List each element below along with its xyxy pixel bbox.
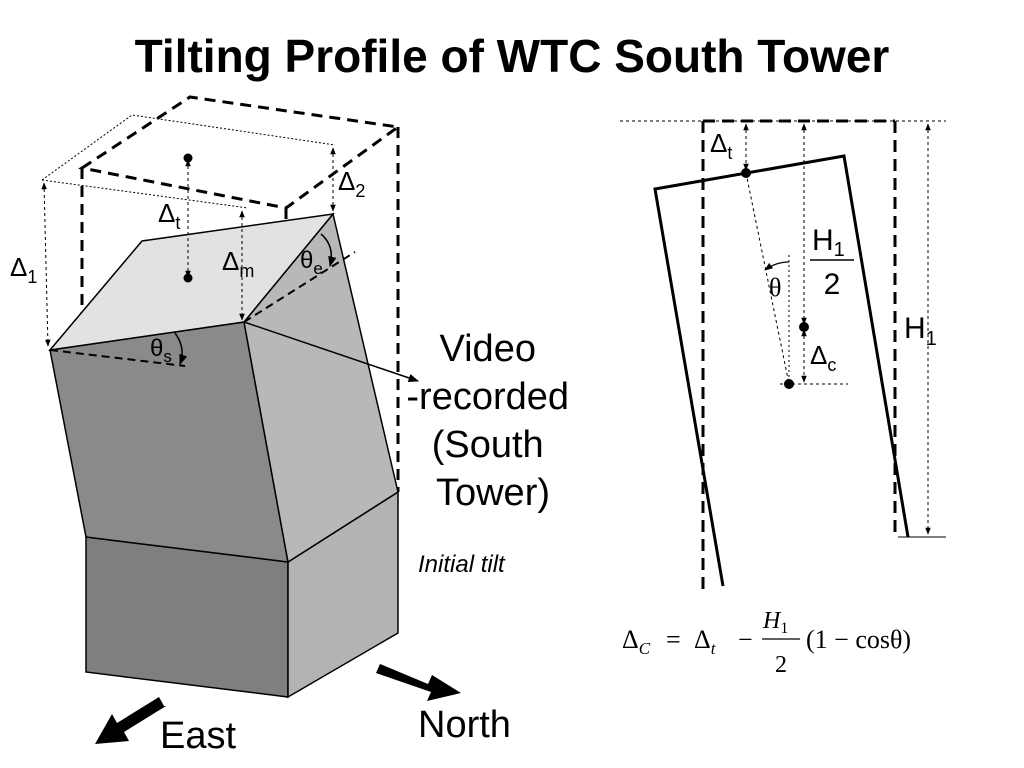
left-tower-diagram: Δ1 Δ2 Δt Δm θe θs Video -recorded (South… — [10, 95, 579, 757]
theta-e-reference-line — [243, 251, 356, 323]
theta-s-arc — [174, 332, 188, 365]
lower-block-front-face — [85, 536, 289, 698]
tilted-block-top-face — [48, 212, 335, 352]
h1-label: H1 — [904, 312, 937, 350]
svg-text:H1: H1 — [762, 608, 788, 637]
tilted-axis-line — [745, 172, 790, 385]
initial-tilt-label: Initial tilt — [418, 551, 506, 578]
north-direction-arrow — [376, 664, 461, 701]
delta-m-label: Δm — [222, 246, 254, 281]
theta-e-arc — [320, 233, 337, 268]
video-recorded-callout: Video -recorded (South Tower) — [406, 328, 579, 514]
initial-position-outline — [41, 114, 336, 209]
slide-title: Tilting Profile of WTC South Tower — [135, 30, 890, 82]
upright-outline — [701, 119, 897, 593]
svg-text:−: − — [738, 625, 753, 654]
tilted-top-center-point — [183, 273, 193, 283]
svg-text:=: = — [666, 625, 681, 654]
video-recorded-callout-arrow — [243, 321, 419, 382]
theta-arc — [764, 261, 790, 271]
delta-2-label: Δ2 — [338, 166, 365, 201]
tilted-top-point — [741, 168, 751, 178]
half-height-denominator: 2 — [824, 268, 841, 301]
center-of-mass-point — [784, 379, 794, 389]
east-direction-arrow — [95, 697, 166, 744]
tilted-outline — [653, 154, 910, 587]
theta-label: θ — [769, 273, 781, 302]
theta-s-label: θs — [150, 335, 172, 366]
half-height-numerator: H1 — [812, 224, 845, 261]
half-height-point — [799, 322, 809, 332]
theta-e-label: θe — [300, 247, 323, 278]
center-displacement-equation: ΔC = Δt − H1 2 (1 − cosθ) — [622, 608, 911, 678]
svg-text:ΔC: ΔC — [622, 625, 651, 658]
delta-1-measure-arrow — [41, 182, 51, 347]
svg-text:(1 − cosθ): (1 − cosθ) — [806, 625, 911, 654]
right-profile-diagram: Δt θ H1 2 Δc H1 ΔC = Δt − H1 — [620, 119, 946, 678]
delta-1-label: Δ1 — [10, 252, 37, 287]
svg-text:Δt: Δt — [694, 625, 717, 658]
svg-text:2: 2 — [775, 652, 787, 678]
north-direction-label: North — [418, 704, 511, 746]
delta-c-label: Δc — [810, 340, 836, 375]
east-direction-label: East — [160, 715, 236, 757]
right-delta-t-label: Δt — [710, 128, 732, 163]
delta-t-label: Δt — [158, 198, 180, 233]
original-top-center-point — [183, 153, 193, 163]
theta-s-reference-line — [49, 349, 186, 367]
